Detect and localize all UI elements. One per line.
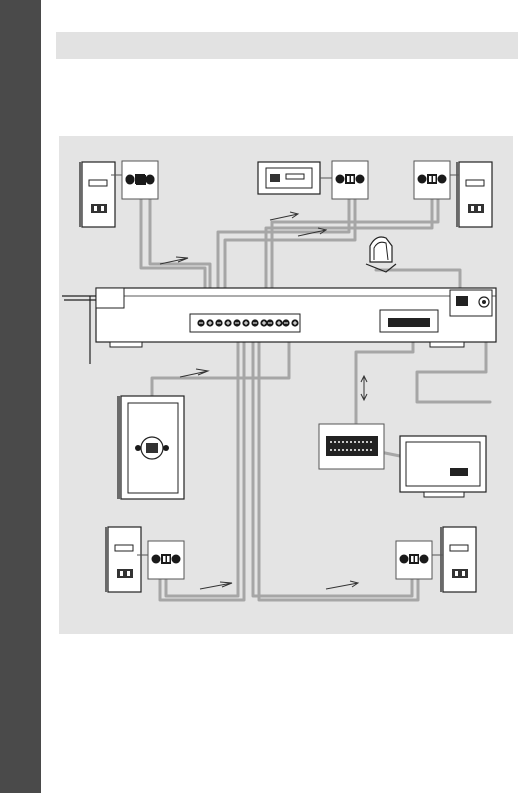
surround-left-speaker [105,527,184,592]
main-unit-rear-panel [96,288,496,347]
center-speaker [258,161,368,199]
front-left-speaker [79,161,158,227]
speaker-cables [141,190,490,600]
am-loop-antenna [366,237,396,272]
subwoofer [117,396,184,499]
tv [400,436,486,497]
ac-power-cord [62,296,96,364]
surround-right-speaker [396,527,476,592]
front-right-speaker [414,161,492,227]
scart-connector [319,424,384,469]
